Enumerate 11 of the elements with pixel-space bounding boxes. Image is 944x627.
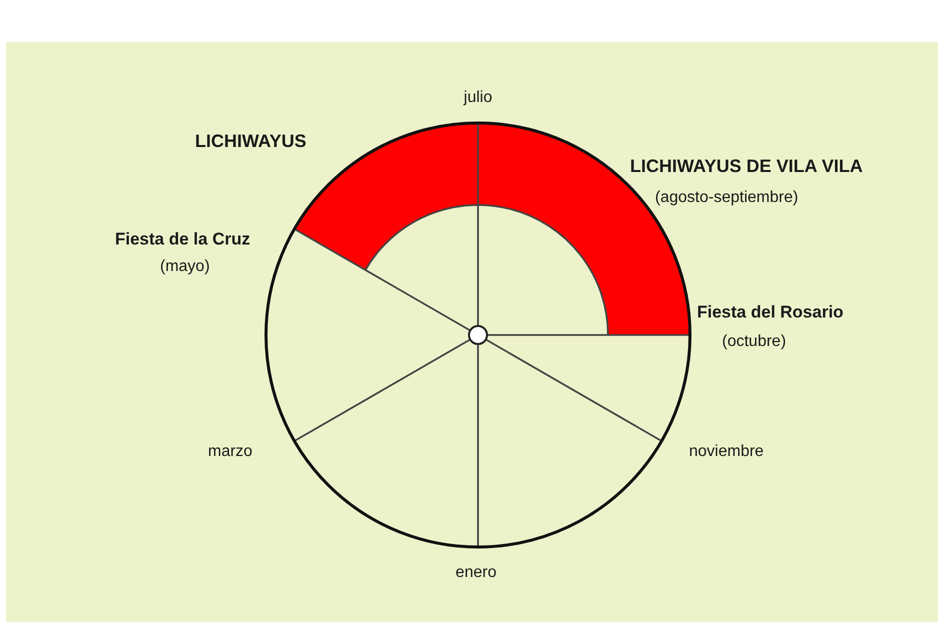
- date-label: (mayo): [160, 258, 210, 276]
- month-label: julio: [464, 89, 492, 107]
- festival-label: Fiesta del Rosario: [697, 304, 844, 322]
- festival-label: LICHIWAYUS DE VILA VILA: [630, 157, 863, 177]
- date-label: (agosto-septiembre): [655, 189, 798, 207]
- month-label: enero: [456, 564, 496, 582]
- date-label: (octubre): [722, 333, 786, 351]
- month-label: marzo: [208, 443, 252, 461]
- festival-label: Fiesta de la Cruz: [115, 230, 250, 250]
- festival-label: LICHIWAYUS: [195, 132, 306, 152]
- month-label: noviembre: [689, 443, 764, 461]
